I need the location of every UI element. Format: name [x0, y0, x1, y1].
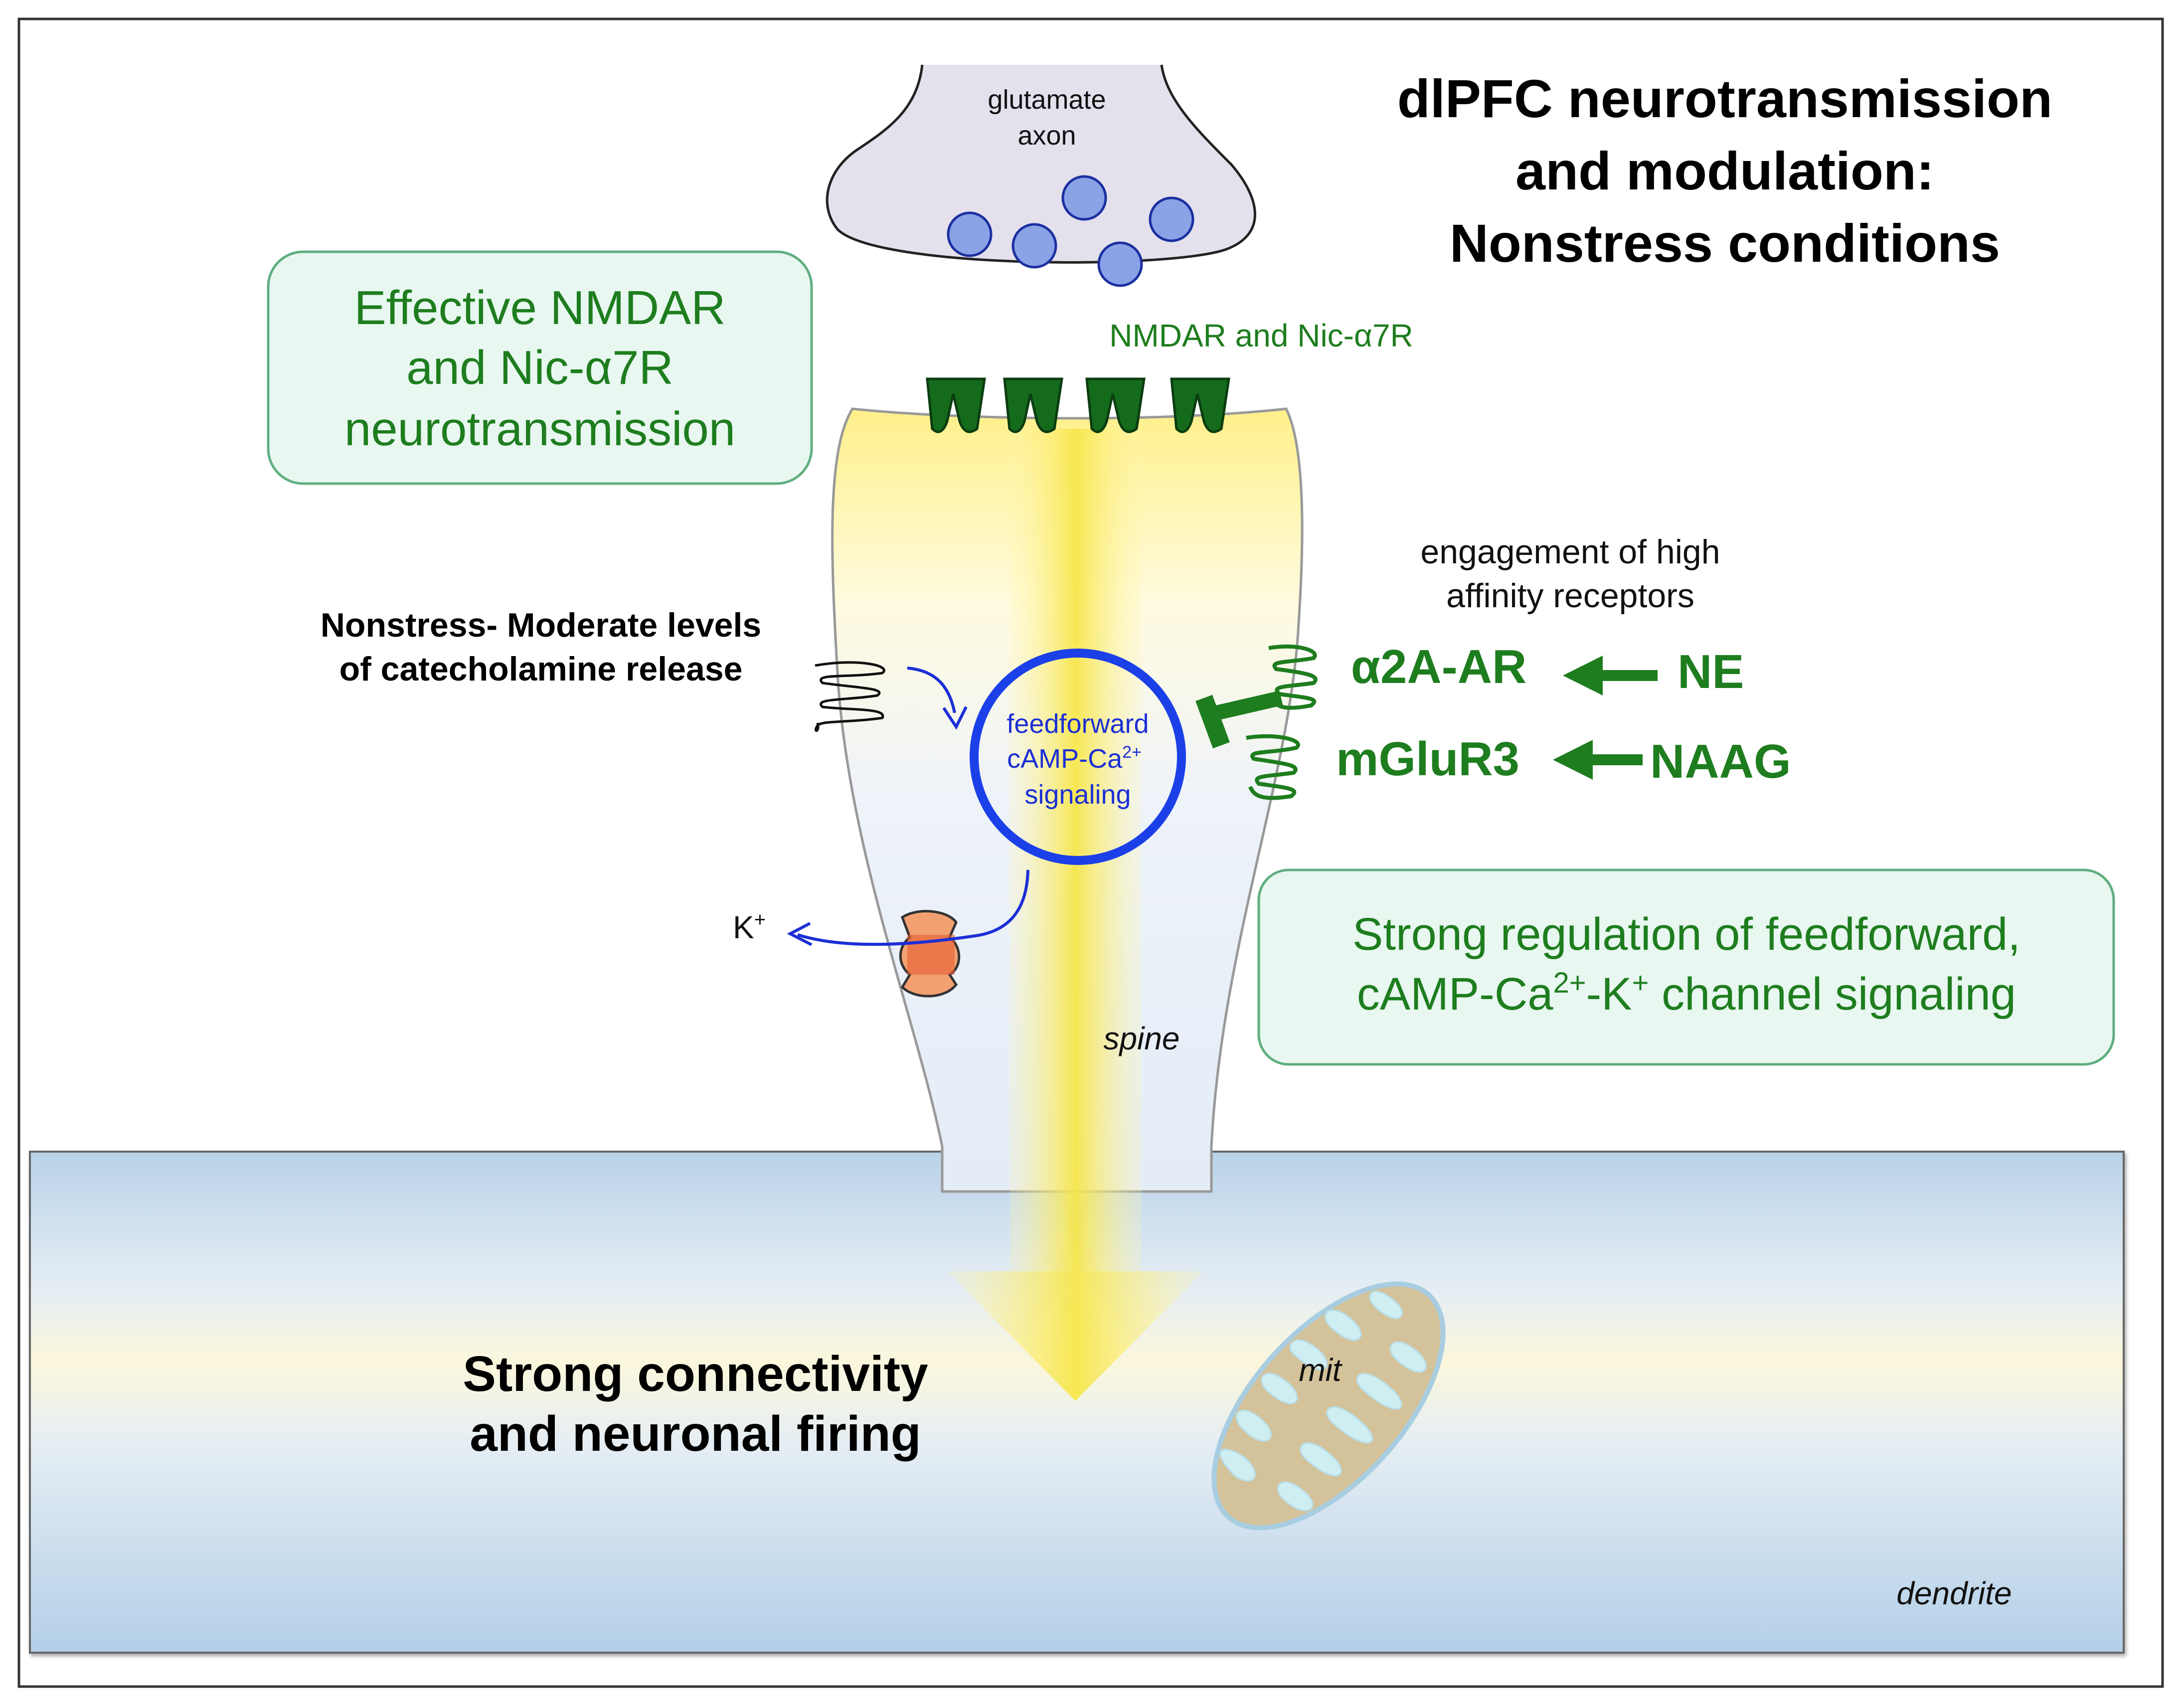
- vesicle: [1061, 175, 1107, 221]
- engagement-line2: affinity receptors: [1446, 577, 1694, 615]
- vesicle: [1011, 223, 1057, 269]
- regulation-line2-c: channel signaling: [1649, 969, 2016, 1020]
- title-line3: Nonstress conditions: [1450, 213, 2000, 273]
- mit-label: mit: [1299, 1352, 1342, 1388]
- engagement-line1: engagement of high: [1420, 533, 1720, 571]
- regulation-line2-sup2: +: [1632, 967, 1649, 999]
- a2a-receptor-icon: [1268, 644, 1318, 710]
- glutamate-axon: [826, 64, 1256, 287]
- naag-label: NAAG: [1650, 735, 1791, 788]
- spine-label: spine: [1104, 1021, 1180, 1056]
- regulation-line2-b: -K: [1586, 969, 1632, 1020]
- catecholamine-receptor-icon: [815, 661, 885, 732]
- nonstress-line1: Nonstress- Moderate levels: [321, 606, 761, 644]
- feedforward-signaling-circle: feedforward cAMP-Ca2+ signaling: [970, 649, 1186, 865]
- nmdar-channels: [926, 377, 1230, 433]
- effective-transmission-box: Effective NMDAR and Nic-α7R neurotransmi…: [267, 250, 813, 485]
- receptors-label: NMDAR and Nic-α7R: [1109, 318, 1413, 353]
- signaling-line2: cAMP-Ca: [1007, 744, 1123, 774]
- potassium-outflow-arrow: [787, 869, 1029, 946]
- effective-line2: and Nic-α7R: [406, 341, 673, 394]
- ne-label: NE: [1677, 645, 1744, 698]
- ne-to-a2a-arrow: [1563, 656, 1658, 695]
- regulation-line2-a: cAMP-Ca: [1357, 969, 1553, 1020]
- title-line1: dlPFC neurotransmission: [1397, 68, 2052, 129]
- signaling-line2-sup: 2+: [1122, 743, 1142, 762]
- mglur3-receptor-icon: [1246, 734, 1300, 800]
- a2a-label: α2A-AR: [1351, 640, 1526, 693]
- vesicle: [1149, 196, 1194, 242]
- dendrite-label: dendrite: [1896, 1575, 2012, 1611]
- axon-label-line1: glutamate: [988, 85, 1106, 115]
- effective-line3: neurotransmission: [344, 402, 735, 456]
- nonstress-line2: of catecholamine release: [339, 650, 743, 688]
- axon-label-line2: axon: [1017, 121, 1076, 151]
- potassium-channel-icon: [899, 910, 961, 998]
- outcome-line1: Strong connectivity: [463, 1346, 928, 1402]
- svg-text:K+: K+: [733, 909, 766, 945]
- signaling-line3: signaling: [1024, 780, 1131, 810]
- naag-to-mglur3-arrow: [1553, 740, 1643, 780]
- vesicle: [947, 211, 993, 257]
- regulation-line2-sup1: 2+: [1553, 967, 1586, 999]
- svg-text:cAMP-Ca2+-K+ channel signaling: cAMP-Ca2+-K+ channel signaling: [1357, 967, 2016, 1020]
- k-label: K: [733, 909, 754, 945]
- regulation-line1: Strong regulation of feedforward,: [1352, 909, 2020, 960]
- mglur3-label: mGluR3: [1336, 732, 1519, 786]
- vesicle: [1097, 241, 1143, 287]
- regulation-box: Strong regulation of feedforward, cAMP-C…: [1257, 868, 2115, 1066]
- inhibition-bar: [1195, 690, 1283, 749]
- outcome-line2: and neuronal firing: [470, 1406, 921, 1462]
- svg-text:cAMP-Ca2+: cAMP-Ca2+: [1007, 743, 1142, 774]
- title-line2: and modulation:: [1515, 141, 1934, 201]
- mitochondrion: [1211, 1281, 1446, 1531]
- k-label-sup: +: [754, 909, 766, 931]
- effective-line1: Effective NMDAR: [354, 281, 725, 335]
- catecholamine-arrow: [907, 667, 968, 730]
- signaling-line1: feedforward: [1006, 709, 1149, 739]
